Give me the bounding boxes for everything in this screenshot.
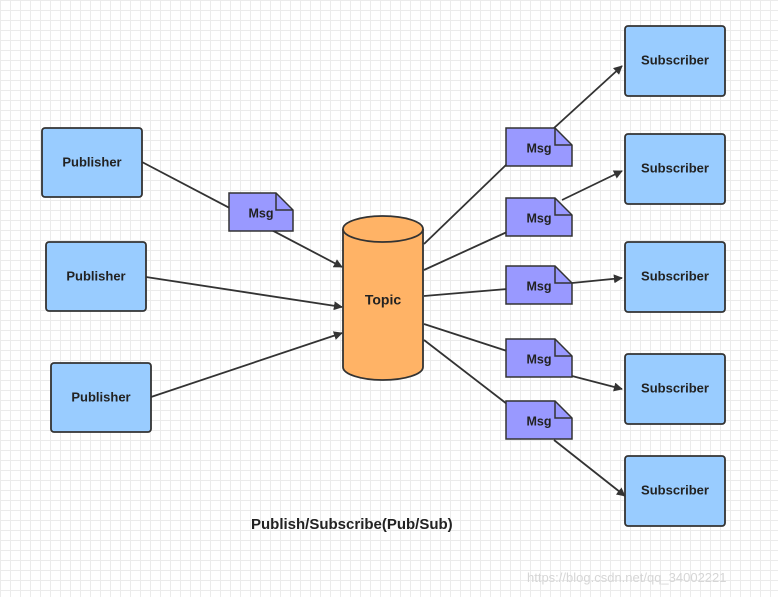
subscriber-connectors [423, 66, 625, 496]
watermark-text: https://blog.csdn.net/qq_34002221 [527, 570, 727, 585]
msg-label: Msg [527, 141, 552, 155]
subscriber-label: Subscriber [641, 52, 709, 67]
subscriber-box: Subscriber [624, 241, 726, 313]
publisher-box: Publisher [41, 127, 143, 198]
subscriber-box: Subscriber [624, 353, 726, 425]
subscriber-label: Subscriber [641, 380, 709, 395]
publisher-box: Publisher [45, 241, 147, 312]
msg-document: Msg [228, 192, 294, 232]
msg-document: Msg [505, 265, 573, 305]
msg-document: Msg [505, 127, 573, 167]
topic-cylinder: Topic [342, 215, 424, 381]
publisher-label: Publisher [71, 389, 130, 404]
msg-label: Msg [527, 211, 552, 225]
connector-topic-subscriber-5 [423, 339, 625, 496]
msg-document: Msg [505, 197, 573, 237]
msg-label: Msg [249, 206, 274, 220]
connector-publisher-3-topic [150, 331, 343, 398]
connector-topic-subscriber-1 [423, 66, 622, 245]
diagram-caption: Publish/Subscribe(Pub/Sub) [251, 516, 453, 533]
publisher-label: Publisher [62, 154, 121, 169]
msg-label: Msg [527, 352, 552, 366]
connector-topic-subscriber-4 [423, 323, 622, 389]
subscriber-box: Subscriber [624, 133, 726, 205]
topic-label: Topic [365, 292, 402, 308]
subscriber-label: Subscriber [641, 482, 709, 497]
connector-topic-subscriber-2 [423, 171, 622, 271]
msg-document: Msg [505, 400, 573, 440]
subscriber-label: Subscriber [641, 160, 709, 175]
msg-label: Msg [527, 279, 552, 293]
publisher-label: Publisher [66, 268, 125, 283]
subscriber-label: Subscriber [641, 268, 709, 283]
connector-publisher-2-topic [145, 276, 343, 311]
subscriber-box: Subscriber [624, 455, 726, 527]
publisher-box: Publisher [50, 362, 152, 433]
connector-topic-subscriber-3 [423, 278, 622, 297]
msg-document: Msg [505, 338, 573, 378]
msg-label: Msg [527, 414, 552, 428]
subscriber-box: Subscriber [624, 25, 726, 97]
